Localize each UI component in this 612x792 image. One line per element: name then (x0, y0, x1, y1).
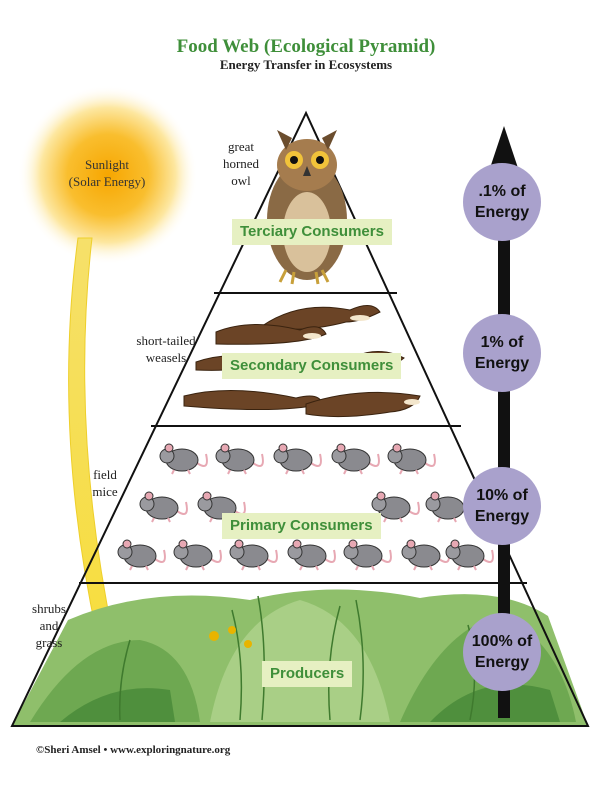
sunlight-line-1: Sunlight (84, 157, 130, 172)
owl-line-3: owl (231, 173, 251, 188)
mouse (387, 443, 436, 475)
mouse (343, 539, 392, 571)
owl-icon (267, 130, 347, 285)
plants-line-3: grass (35, 635, 63, 650)
label-weasels: short-tailed weasels (118, 332, 214, 366)
energy-primary-value: 10% of (476, 487, 528, 504)
mouse (445, 539, 494, 571)
mice-line-2: mice (92, 484, 118, 499)
up-arrow-icon (490, 126, 518, 718)
plants-line-1: shrubs (32, 601, 66, 616)
mouse (371, 491, 420, 523)
label-plants: shrubs and grass (24, 600, 74, 651)
energy-circle-producers: 100% of Energy (463, 613, 541, 691)
energy-circle-tertiary: .1% of Energy (463, 163, 541, 241)
energy-secondary-value: 1% of (480, 334, 524, 351)
mouse (139, 491, 188, 523)
weasel-line-1: short-tailed (136, 333, 196, 348)
weasel-line-2: weasels (145, 350, 187, 365)
mouse (215, 443, 264, 475)
mouse-icon (117, 443, 494, 571)
energy-primary-unit: Energy (474, 508, 530, 525)
energy-tertiary-unit: Energy (474, 204, 530, 221)
mouse (159, 443, 208, 475)
page-subtitle: Energy Transfer in Ecosystems (219, 57, 393, 72)
energy-producers-value: 100% of (471, 633, 533, 650)
mice-line-1: field (93, 467, 117, 482)
energy-producers-unit: Energy (474, 654, 530, 671)
label-owl: great horned owl (212, 138, 270, 189)
energy-tertiary-value: .1% of (478, 183, 526, 200)
sun-icon (18, 85, 198, 265)
owl-line-1: great (228, 139, 254, 154)
mouse (331, 443, 380, 475)
mouse (173, 539, 222, 571)
sunlight-label: Sunlight (Solar Energy) (62, 156, 152, 190)
page-title: Food Web (Ecological Pyramid) (176, 36, 436, 57)
level-label-tertiary: Terciary Consumers (232, 219, 392, 245)
level-label-primary: Primary Consumers (222, 513, 381, 539)
energy-secondary-unit: Energy (474, 355, 530, 372)
mouse (117, 539, 166, 571)
mouse (229, 539, 278, 571)
energy-circle-secondary: 1% of Energy (463, 314, 541, 392)
plants-line-2: and (39, 618, 59, 633)
label-mice: field mice (82, 466, 128, 500)
level-label-producers: Producers (262, 661, 353, 687)
mouse (287, 539, 336, 571)
energy-circle-primary: 10% of Energy (463, 467, 541, 545)
owl-line-2: horned (222, 156, 260, 171)
credit-line: ©Sheri Amsel • www.exploringnature.org (36, 744, 231, 756)
sunlight-line-2: (Solar Energy) (68, 174, 146, 189)
mouse (401, 539, 450, 571)
level-label-secondary: Secondary Consumers (222, 353, 402, 379)
pyramid-outline (10, 110, 590, 727)
mouse (273, 443, 322, 475)
